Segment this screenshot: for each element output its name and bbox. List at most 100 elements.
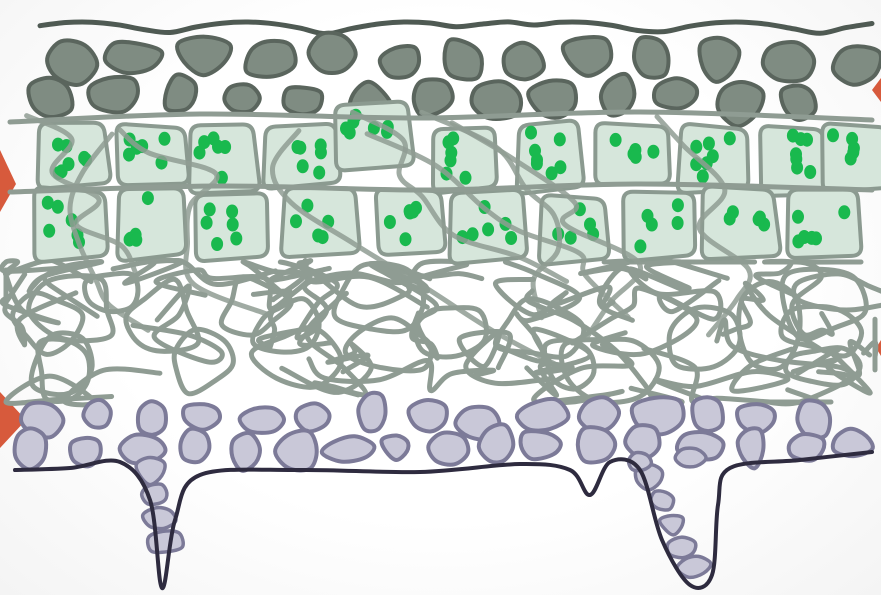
chloroplast-dot xyxy=(317,230,329,244)
chloroplast-dot xyxy=(647,145,659,159)
chloroplast-dot xyxy=(482,222,494,236)
inner-stone xyxy=(180,429,209,463)
green-cell xyxy=(38,123,111,189)
inner-stone xyxy=(275,430,317,470)
inner-stone xyxy=(15,428,47,469)
chloroplast-dot xyxy=(554,132,566,146)
inner-stone xyxy=(322,436,375,462)
chloroplast-dot xyxy=(211,237,223,251)
inner-stone xyxy=(428,433,468,465)
inner-stone xyxy=(517,399,569,431)
chloroplast-dot xyxy=(610,133,622,147)
inner-stone xyxy=(667,537,696,558)
chloroplast-dot xyxy=(142,191,154,205)
chloroplast-dot xyxy=(792,210,804,224)
outer-stone xyxy=(308,33,355,73)
inner-stone xyxy=(231,433,260,471)
chloroplast-dot xyxy=(313,166,325,180)
chloroplast-dot xyxy=(407,205,419,219)
left-marker-upper xyxy=(0,150,16,212)
chloroplast-dot xyxy=(159,132,171,146)
inner-stone xyxy=(183,404,220,430)
chloroplast-dot xyxy=(806,231,818,245)
chloroplast-dot xyxy=(634,239,646,253)
inner-stone xyxy=(296,403,330,431)
chloroplast-dot xyxy=(42,196,54,210)
outer-surface-outline xyxy=(40,22,872,34)
outer-stone xyxy=(224,84,259,112)
outer-stone xyxy=(414,79,453,116)
chloroplast-dot xyxy=(219,140,231,154)
outer-stone xyxy=(601,74,635,116)
inner-stone xyxy=(578,427,615,462)
outer-stone xyxy=(444,39,481,79)
chloroplast-dot xyxy=(531,153,543,167)
chloroplast-dot xyxy=(846,132,858,146)
inner-stone xyxy=(408,400,446,431)
chloroplast-dot xyxy=(460,171,472,185)
outer-stone xyxy=(833,46,881,84)
inner-stone xyxy=(358,393,385,432)
chloroplast-dot xyxy=(443,135,455,149)
chloroplast-dot xyxy=(400,232,412,246)
inner-stone xyxy=(797,400,830,437)
right-marker-upper xyxy=(872,78,881,102)
chloroplast-dot xyxy=(505,231,517,245)
outer-stone xyxy=(563,37,611,76)
chloroplast-dot xyxy=(753,212,765,226)
outer-stone xyxy=(654,78,697,108)
chloroplast-dot xyxy=(384,215,396,229)
chloroplast-dot xyxy=(290,214,302,228)
chloroplast-dot xyxy=(230,232,242,246)
outer-stone xyxy=(105,42,162,73)
inner-stone xyxy=(675,448,706,467)
chloroplast-dot xyxy=(790,152,802,166)
chloroplast-dot xyxy=(315,138,327,152)
inner-stone xyxy=(138,401,166,435)
chloroplast-dot xyxy=(130,233,142,247)
chloroplast-dot xyxy=(204,202,216,216)
chloroplast-dot xyxy=(63,157,75,171)
inner-stone xyxy=(521,431,561,459)
inner-stone xyxy=(660,515,684,534)
chloroplast-dot xyxy=(787,129,799,143)
chloroplast-dot xyxy=(43,224,55,238)
fiber-strand xyxy=(864,319,876,370)
chloroplast-dot xyxy=(198,135,210,149)
outer-stone xyxy=(245,41,295,77)
green-cell xyxy=(623,192,695,261)
outer-stone xyxy=(634,37,668,78)
chloroplast-dot xyxy=(584,218,596,232)
inner-stone xyxy=(240,407,284,433)
chloroplast-dot xyxy=(554,160,566,174)
chloroplast-dot xyxy=(226,205,238,219)
inner-stone xyxy=(143,508,176,529)
chloroplast-dot xyxy=(838,205,850,219)
chloroplast-dot xyxy=(525,126,537,140)
chloroplast-dot xyxy=(672,198,684,212)
chloroplast-dot xyxy=(827,128,839,142)
chloroplast-dot xyxy=(724,131,736,145)
outer-stone xyxy=(380,46,419,78)
chloroplast-dot xyxy=(804,165,816,179)
outer-stone xyxy=(763,42,814,81)
chloroplast-dot xyxy=(646,218,658,232)
chloroplast-dot xyxy=(697,169,709,183)
outer-stone xyxy=(283,87,322,114)
chloroplast-dot xyxy=(724,212,736,226)
inner-stone xyxy=(381,435,408,460)
chloroplast-dot xyxy=(294,141,306,155)
outer-stone xyxy=(165,74,196,111)
outer-stone xyxy=(699,38,739,82)
outer-stone-layer xyxy=(28,22,881,126)
chloroplast-dot xyxy=(297,159,309,173)
chloroplast-dot xyxy=(630,150,642,164)
outer-stone xyxy=(88,77,138,113)
outer-stone xyxy=(717,82,763,126)
inner-stone xyxy=(83,400,110,428)
inner-stone xyxy=(148,531,184,553)
outer-stone xyxy=(28,78,72,117)
outer-stone xyxy=(504,43,544,80)
